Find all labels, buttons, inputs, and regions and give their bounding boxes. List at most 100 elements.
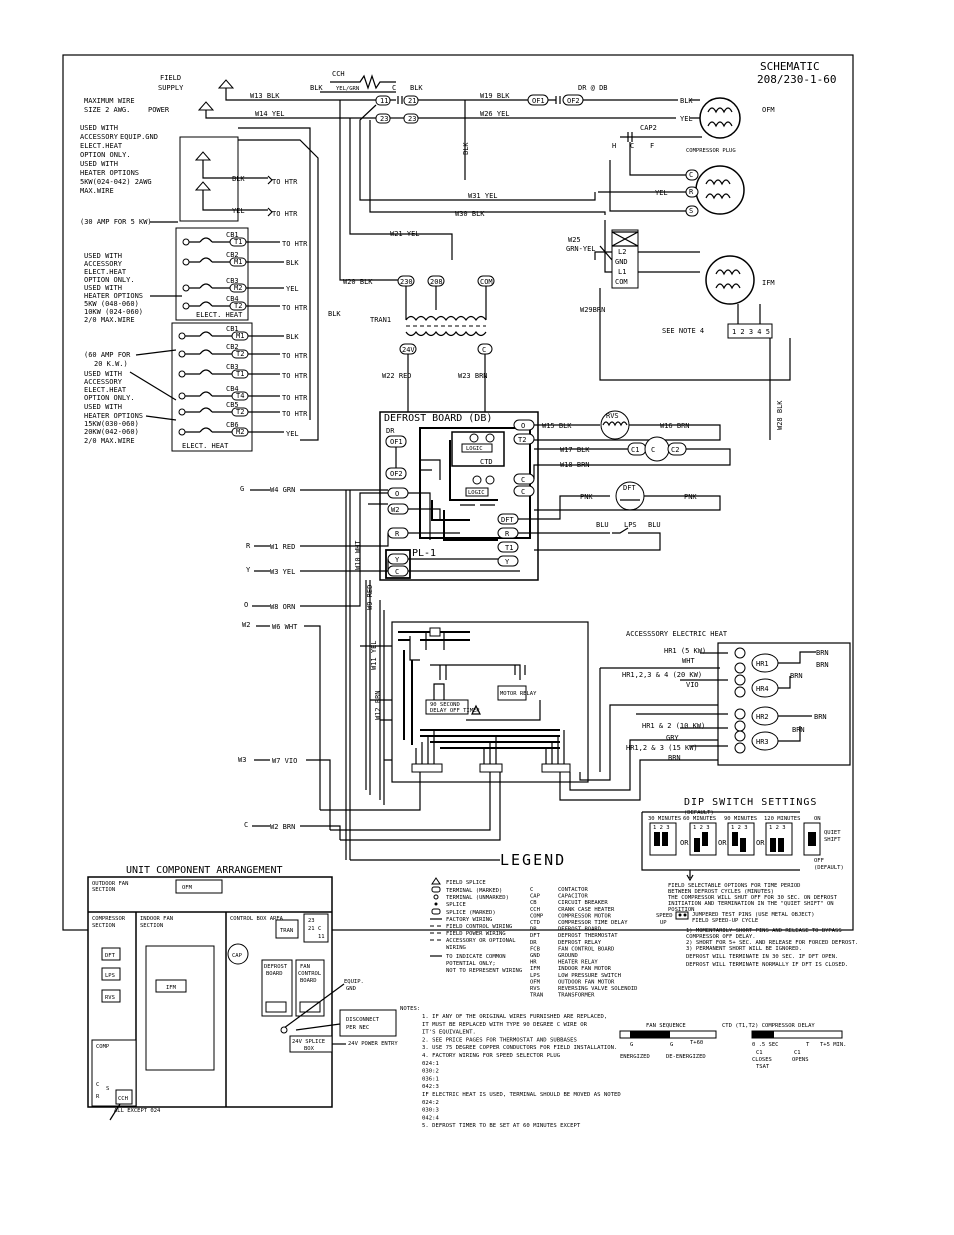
unit-arrangement-title: UNIT COMPONENT ARRANGEMENT [126,865,283,876]
svg-text:FIELD SPLICE: FIELD SPLICE [446,880,486,886]
wire-w13: W13 BLK [250,92,280,100]
svg-text:23: 23 [308,918,315,924]
svg-text:OF2: OF2 [567,97,580,105]
svg-text:DEFROST WILL TERMINATE NORMALL: DEFROST WILL TERMINATE NORMALLY IF DFT I… [686,962,848,968]
wire-w19: W19 BLK [480,92,510,100]
svg-text:(DEFAULT): (DEFAULT) [814,865,844,871]
compressor-motor [695,165,745,215]
svg-text:BOX: BOX [304,1046,315,1052]
wire-w7: W7 VIO [272,757,297,765]
svg-text:T2: T2 [518,436,526,444]
wire-blk-center: BLK [328,310,341,318]
svg-text:Y: Y [246,566,251,574]
svg-text:C1: C1 [631,446,639,454]
svg-text:T: T [806,1042,810,1048]
accessory-text-block: USED WITH ACCESSORY ELECT.HEAT OPTION ON… [80,124,152,195]
svg-text:2/0 MAX.WIRE: 2/0 MAX.WIRE [84,316,135,324]
svg-text:CB3: CB3 [226,277,239,285]
note-line: 042:3 [422,1084,439,1090]
svg-text:90 MINUTES: 90 MINUTES [724,816,757,822]
svg-text:POTENTIAL ONLY;: POTENTIAL ONLY; [446,961,496,967]
svg-text:W3: W3 [238,756,246,764]
svg-text:30 MINUTES: 30 MINUTES [648,816,681,822]
fan-board-terminals [411,730,571,773]
svg-text:CONTROL BOX AREA: CONTROL BOX AREA [230,916,284,922]
svg-text:IFM: IFM [166,985,177,991]
svg-text:W2: W2 [242,621,250,629]
legend-abbr-meaning: REVERSING VALVE SOLENOID [558,986,637,992]
svg-text:HR3: HR3 [756,738,769,746]
legend-abbr-code: TRAN [530,993,543,999]
svg-text:ELECT.HEAT: ELECT.HEAT [84,386,127,394]
svg-text:CB2: CB2 [226,343,239,351]
svg-text:15KW(030-060): 15KW(030-060) [84,420,139,428]
svg-text:ENERGIZED: ENERGIZED [620,1054,650,1060]
svg-text:USED WITH: USED WITH [84,252,122,260]
wire-w2: W2 BRN [270,823,295,831]
legend-abbr-meaning: DEFROST RELAY [558,940,602,946]
cb-group-1-breakers: CB1 CB2 CB3 CB4 T1 M1 M2 T2 ELECT. HEAT [182,231,247,319]
svg-text:DFT: DFT [623,484,636,492]
svg-text:1 2 3: 1 2 3 [731,825,748,831]
svg-text:TSAT: TSAT [756,1064,770,1070]
svg-text:JUMPERED TEST PINS (USE METAL: JUMPERED TEST PINS (USE METAL OBJECT) [692,912,815,918]
svg-text:PNK: PNK [684,493,697,501]
svg-text:YEL: YEL [680,115,693,123]
svg-text:ELECT. HEAT: ELECT. HEAT [182,442,229,450]
svg-text:INITIATION AND TERMINATION IN: INITIATION AND TERMINATION IN THE "QUIET… [668,901,834,907]
svg-text:DISCONNECT: DISCONNECT [346,1017,380,1023]
legend-abbr-meaning: DEFROST THERMOSTAT [558,933,618,939]
note-line: 030:3 [422,1108,439,1114]
svg-text:PNK: PNK [580,493,593,501]
wire-w6: W6 WHT [272,623,298,631]
svg-text:3) PERMANENT SHORT WILL BE IGN: 3) PERMANENT SHORT WILL BE IGNORED. [686,946,802,952]
svg-text:GND: GND [346,986,356,992]
svg-text:HEATER OPTIONS: HEATER OPTIONS [80,169,139,177]
svg-text:BOARD: BOARD [266,971,283,977]
svg-text:C: C [651,446,655,454]
svg-text:C: C [689,171,693,179]
svg-text:OPTION ONLY.: OPTION ONLY. [84,394,135,402]
svg-text:BLU: BLU [596,521,609,529]
svg-text:1) MOMENTARILY SHORT PINS AND: 1) MOMENTARILY SHORT PINS AND RELEASE TO… [686,928,842,934]
svg-text:OPTION ONLY.: OPTION ONLY. [84,276,135,284]
svg-text:24V: 24V [402,346,415,354]
legend-abbr-code: DB [530,927,537,933]
svg-text:CB5: CB5 [226,401,239,409]
svg-text:HR1,2,3 & 4 (20 KW): HR1,2,3 & 4 (20 KW) [622,671,702,679]
schematic-title: SCHEMATIC [760,60,820,73]
delay-timer [425,699,469,715]
svg-text:CB6: CB6 [226,421,239,429]
note-line: IT'S EQUIVALENT. [422,1030,476,1036]
svg-text:M2: M2 [234,284,242,292]
compressor-plug-label: COMPRESSOR PLUG [686,148,736,154]
note-line: 042:4 [422,1115,439,1121]
svg-text:BLK: BLK [680,97,693,105]
svg-text:LPS: LPS [105,973,115,979]
svg-text:HEATER OPTIONS: HEATER OPTIONS [84,292,143,300]
svg-text:G: G [670,1042,673,1048]
svg-text:CB1: CB1 [226,325,239,333]
svg-text:SPLICE (MARKED): SPLICE (MARKED) [446,910,496,916]
svg-text:ON: ON [814,816,821,822]
legend-abbr-code: HR [530,960,537,966]
svg-text:BRN: BRN [668,754,681,762]
svg-text:FIELD SELECTABLE OPTIONS FOR T: FIELD SELECTABLE OPTIONS FOR TIME PERIOD [668,883,800,889]
legend-abbr-meaning: COMPRESSOR TIME DELAY [558,920,628,926]
svg-text:21: 21 [408,97,416,105]
svg-text:DEFROST: DEFROST [264,964,288,970]
cch-heater [330,74,396,90]
note-line: 024:1 [422,1061,439,1067]
ctd-delay-title: CTD (T1,T2) COMPRESSOR DELAY [722,1023,815,1029]
wire-blk-htr-1: BLK [232,175,245,183]
defrost-board-title: DEFROST BOARD (DB) [384,413,492,424]
fan-sequence-title: FAN SEQUENCE [646,1023,686,1029]
svg-text:DE-ENERGIZED: DE-ENERGIZED [666,1054,706,1060]
contactor-c-coil [644,436,670,462]
svg-text:R: R [395,530,400,538]
svg-text:OR: OR [680,839,689,847]
svg-text:L1: L1 [618,268,626,276]
svg-text:COMP: COMP [96,1044,110,1050]
svg-text:20KW(042-060): 20KW(042-060) [84,428,139,436]
motor-relay [497,685,527,701]
